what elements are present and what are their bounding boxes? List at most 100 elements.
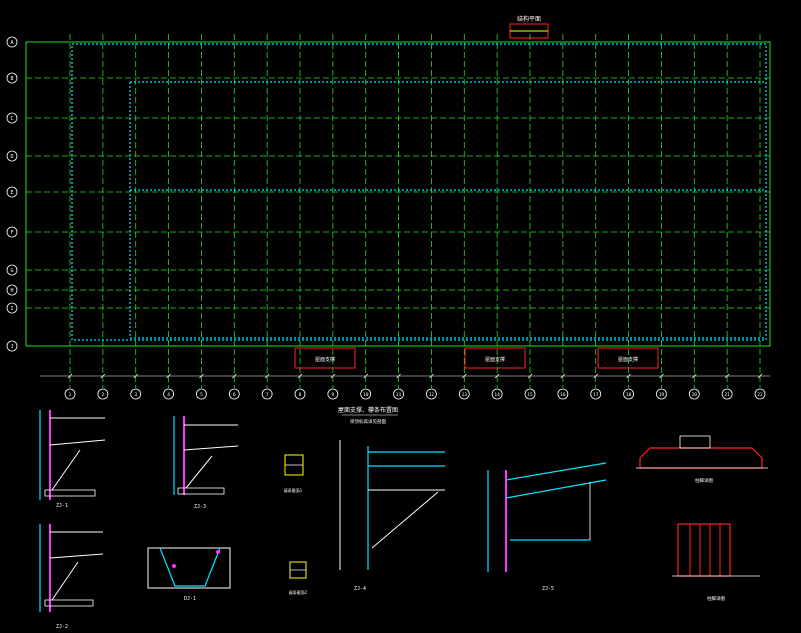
plan-note-1: 屋面支撑 <box>294 347 356 369</box>
top-title-block: 结构平面 <box>509 15 549 39</box>
svg-text:4: 4 <box>167 392 170 398</box>
svg-text:5: 5 <box>200 392 203 398</box>
column-axis-bubble: 5 <box>196 388 207 400</box>
detail-zj-3: ZJ-3 <box>173 416 239 510</box>
column-grid-lines <box>69 34 761 388</box>
svg-text:F: F <box>10 230 13 236</box>
column-axis-bubble: 6 <box>228 388 240 400</box>
row-axis-bubble: A <box>6 36 18 48</box>
detail-zj-2: ZJ-2 <box>39 524 104 630</box>
column-axis-bubble: 19 <box>656 388 667 400</box>
column-axis-bubble: 11 <box>393 388 404 400</box>
row-axis-bubble: E <box>6 186 18 198</box>
row-axis-bubble: J <box>6 340 18 352</box>
plan-note-3: 屋面支撑 <box>597 347 659 369</box>
svg-text:檩条截面2: 檩条截面2 <box>289 589 308 595</box>
dimension-ticks <box>40 373 770 379</box>
svg-text:16: 16 <box>560 392 566 398</box>
column-axis-bubble: 8 <box>294 388 306 400</box>
svg-text:3: 3 <box>134 392 137 398</box>
svg-text:屋面支撑: 屋面支撑 <box>485 356 505 363</box>
svg-text:C: C <box>10 116 13 122</box>
svg-text:20: 20 <box>692 392 698 398</box>
svg-text:22: 22 <box>757 392 763 398</box>
svg-text:6: 6 <box>233 392 236 398</box>
detail-section-2: 檩条截面2 <box>289 561 308 595</box>
detail-column-base-1: 柱脚详图 <box>636 435 768 484</box>
plan-title: 屋面支撑、檩条布置图 <box>338 406 398 414</box>
svg-text:G: G <box>10 268 13 274</box>
column-axis-bubble: 21 <box>721 388 733 400</box>
detail-zj-5: ZJ-5 <box>487 462 607 592</box>
column-axis-bubble: 22 <box>754 388 766 400</box>
svg-text:B: B <box>10 76 13 82</box>
detail-dj-1: DJ-1 <box>147 547 231 602</box>
column-axis-bubble: 1 <box>64 388 76 400</box>
row-axis-bubble: H <box>6 284 18 296</box>
svg-text:ZJ-2: ZJ-2 <box>56 624 68 630</box>
svg-text:DJ-1: DJ-1 <box>184 596 196 602</box>
svg-text:19: 19 <box>659 392 665 398</box>
title-block-label: 结构平面 <box>517 15 541 23</box>
svg-text:1: 1 <box>69 392 72 398</box>
column-axis-bubble: 15 <box>524 388 536 400</box>
row-axis-bubble: D <box>6 150 18 162</box>
detail-zj-4: ZJ-4 <box>339 440 445 592</box>
svg-text:H: H <box>10 288 13 294</box>
column-axis-bubble: 14 <box>491 388 503 400</box>
column-axis-bubble: 20 <box>688 388 700 400</box>
detail-zj-1: ZJ-1 <box>39 410 106 509</box>
svg-text:屋面支撑: 屋面支撑 <box>315 356 335 363</box>
svg-text:檩条截面1: 檩条截面1 <box>284 487 303 493</box>
svg-text:柱脚详图: 柱脚详图 <box>707 595 725 602</box>
column-axis-bubble: 18 <box>623 388 634 400</box>
plan-outline <box>25 41 771 347</box>
svg-text:ZJ-5: ZJ-5 <box>542 586 554 592</box>
svg-text:ZJ-3: ZJ-3 <box>194 504 206 510</box>
svg-text:13: 13 <box>462 392 468 398</box>
svg-text:I: I <box>10 306 13 312</box>
svg-text:9: 9 <box>331 392 334 398</box>
row-axis-bubbles: A B C D E F G H I J <box>6 36 18 352</box>
svg-text:21: 21 <box>724 392 730 398</box>
building-perimeter-beam <box>71 43 767 341</box>
column-axis-bubble: 10 <box>360 388 372 400</box>
column-axis-bubble: 4 <box>163 388 174 400</box>
svg-text:8: 8 <box>299 392 302 398</box>
svg-text:10: 10 <box>363 392 369 398</box>
column-axis-bubble: 9 <box>327 388 339 400</box>
row-axis-bubble: C <box>6 112 18 124</box>
svg-text:15: 15 <box>527 392 533 398</box>
svg-text:7: 7 <box>266 392 269 398</box>
column-axis-bubble: 12 <box>426 388 437 400</box>
svg-text:ZJ-4: ZJ-4 <box>354 586 366 592</box>
detail-column-base-2: 柱脚详图 <box>672 523 760 602</box>
column-axis-bubble: 17 <box>590 388 602 400</box>
svg-text:11: 11 <box>396 392 402 398</box>
row-axis-bubble: B <box>6 72 18 84</box>
svg-text:J: J <box>10 344 13 350</box>
svg-text:A: A <box>10 40 13 46</box>
row-axis-bubble: I <box>6 302 18 314</box>
svg-text:E: E <box>10 190 13 196</box>
plan-note-2: 屋面支撑 <box>464 347 526 369</box>
row-axis-bubble: F <box>6 226 18 238</box>
column-axis-bubble: 16 <box>557 388 569 400</box>
row-grid-lines <box>26 41 770 347</box>
column-axis-bubble: 7 <box>261 388 273 400</box>
column-axis-bubble: 2 <box>97 388 109 400</box>
column-axis-bubble: 13 <box>458 388 470 400</box>
detail-section-1: 檩条截面1 <box>284 454 304 493</box>
svg-text:18: 18 <box>626 392 632 398</box>
row-axis-bubble: G <box>6 264 18 276</box>
svg-text:12: 12 <box>429 392 435 398</box>
column-axis-bubble: 3 <box>130 388 142 400</box>
svg-text:17: 17 <box>593 392 599 398</box>
svg-text:柱脚详图: 柱脚详图 <box>695 477 713 484</box>
svg-text:ZJ-1: ZJ-1 <box>56 503 68 509</box>
plan-subtitle: 梁顶标高详见剖面 <box>350 418 386 425</box>
svg-text:D: D <box>10 154 13 160</box>
